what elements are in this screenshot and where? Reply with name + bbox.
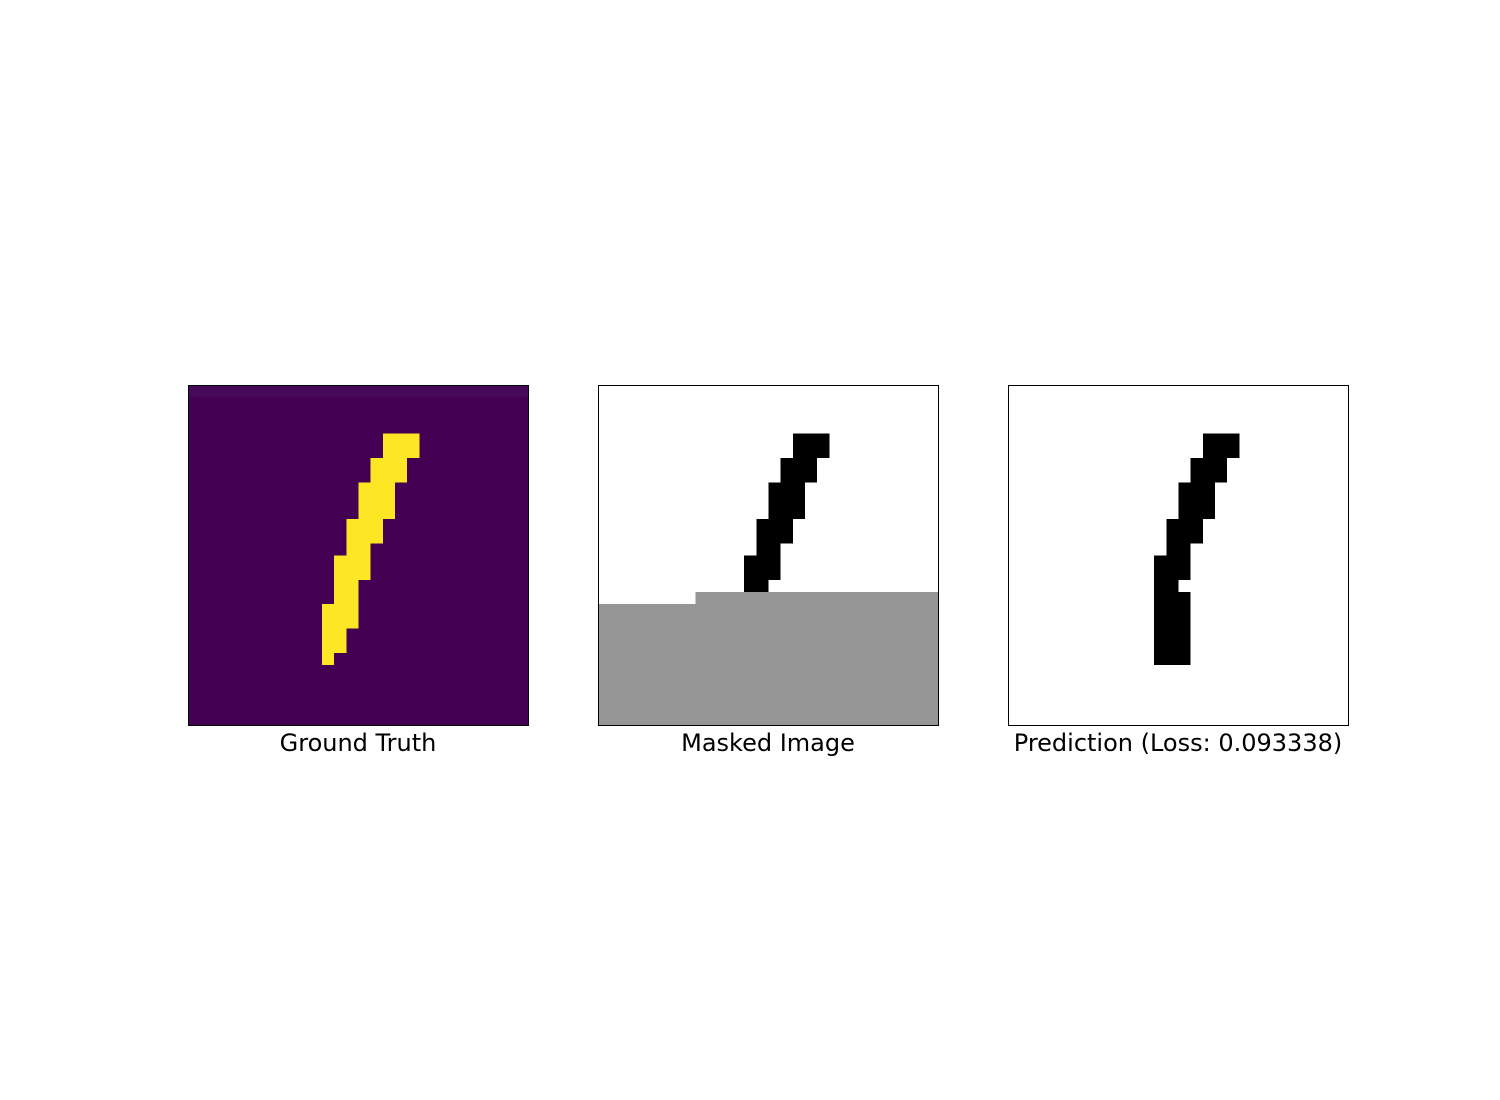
- digit-pixel: [780, 470, 818, 483]
- digit-pixel: [358, 506, 396, 519]
- digit-pixel: [756, 518, 793, 532]
- axes-frame: [188, 385, 529, 726]
- digit-pixel: [1190, 470, 1228, 483]
- digit-pixel: [1202, 445, 1240, 459]
- digit-pixel: [1178, 482, 1216, 495]
- digit-pixel: [321, 604, 359, 617]
- masked-image: [598, 385, 939, 726]
- top-row-pixels: [188, 385, 529, 398]
- digit-pixel: [1154, 592, 1191, 605]
- digit-pixel: [1154, 555, 1191, 568]
- digit-pixel: [1178, 506, 1216, 519]
- mask-region: [695, 592, 939, 726]
- prediction-caption: Prediction (Loss: 0.093338): [1013, 729, 1343, 757]
- mask-region-left: [598, 604, 696, 726]
- digit-pixel: [744, 567, 781, 580]
- digit-pixel: [1166, 543, 1191, 556]
- prediction-panel: [1008, 385, 1349, 726]
- digit-pixel: [382, 445, 420, 459]
- digit-pixel: [768, 482, 806, 495]
- digit-pixel: [1154, 628, 1191, 641]
- digit-pixel: [1166, 518, 1203, 532]
- digit-pixel: [1154, 579, 1179, 593]
- digit-pixel: [334, 567, 371, 580]
- digit-pixel: [780, 458, 818, 471]
- masked-image-caption: Masked Image: [681, 729, 855, 757]
- digit-pixel: [346, 531, 383, 544]
- digit-pixel: [370, 458, 408, 471]
- digit-pixel: [321, 640, 347, 653]
- digit-pixel: [358, 494, 396, 507]
- digit-pixel: [321, 628, 347, 641]
- digit-pixel: [1154, 652, 1191, 666]
- digit-pixel: [1154, 616, 1191, 629]
- digit-pixel: [334, 592, 359, 605]
- ground-truth-image: [188, 385, 529, 726]
- digit-pixel: [1190, 458, 1228, 471]
- digit-pixel: [334, 579, 359, 593]
- digit-pixel: [1166, 531, 1203, 544]
- axes-frame: [1008, 385, 1349, 726]
- digit-pixel: [370, 470, 408, 483]
- ground-truth-panel: [188, 385, 529, 726]
- digit-pixel: [1154, 640, 1191, 653]
- digit-pixel: [768, 506, 806, 519]
- digit-pixel: [321, 616, 359, 629]
- digit-pixel: [358, 482, 396, 495]
- digit-pixel: [346, 518, 383, 532]
- digit-pixel: [792, 445, 830, 459]
- axes-frame: [598, 385, 939, 726]
- digit-pixel: [1202, 433, 1240, 446]
- digit-pixel: [768, 494, 806, 507]
- ground-truth-caption: Ground Truth: [279, 729, 437, 757]
- digit-pixel: [756, 531, 793, 544]
- digit-pixel: [346, 543, 371, 556]
- digit-pixel: [1154, 604, 1191, 617]
- prediction-image: [1008, 385, 1349, 726]
- digit-pixel: [321, 652, 335, 666]
- digit-pixel: [744, 579, 769, 593]
- digit-pixel: [382, 433, 420, 446]
- digit-pixel: [1178, 494, 1216, 507]
- digit-pixel: [1154, 567, 1191, 580]
- digit-pixel: [756, 543, 781, 556]
- digit-pixel: [334, 555, 371, 568]
- masked-image-panel: [598, 385, 939, 726]
- digit-pixel: [744, 555, 781, 568]
- digit-pixel: [792, 433, 830, 446]
